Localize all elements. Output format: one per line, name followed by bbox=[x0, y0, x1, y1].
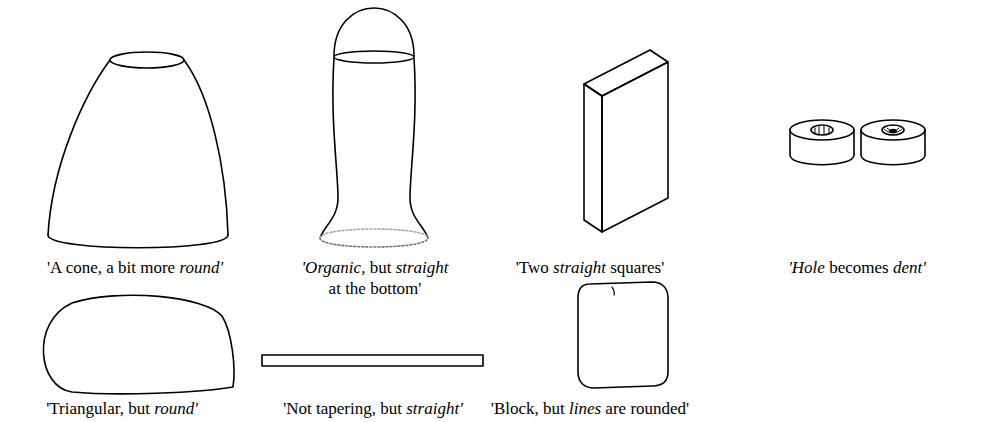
caption: 'A cone, a bit more round' bbox=[47, 257, 223, 278]
flat-bar bbox=[262, 355, 483, 366]
caption: 'Two straight squares' bbox=[516, 257, 665, 278]
caption: 'Organic, but straightat the bottom' bbox=[301, 257, 448, 299]
square-slab bbox=[584, 50, 668, 232]
caption: 'Triangular, but round' bbox=[46, 398, 198, 419]
caption: 'Hole becomes dent' bbox=[788, 257, 926, 278]
ring-with-hole bbox=[790, 120, 854, 165]
rounded-triangle bbox=[43, 295, 234, 394]
ring-with-dent bbox=[861, 120, 925, 165]
caption: 'Not tapering, but straight' bbox=[283, 398, 463, 419]
rounded-cone bbox=[48, 52, 228, 248]
organic-bottle bbox=[320, 8, 428, 247]
caption: 'Block, but lines are rounded' bbox=[491, 398, 689, 419]
rounded-block bbox=[578, 282, 668, 388]
